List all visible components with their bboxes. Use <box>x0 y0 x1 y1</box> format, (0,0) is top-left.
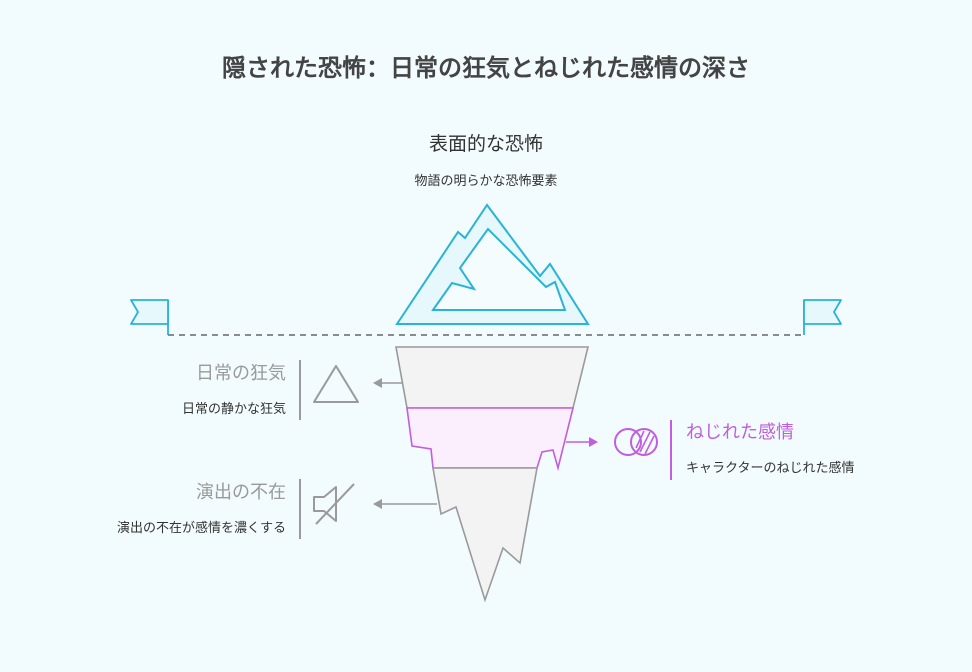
surface-title: 表面的な恐怖 <box>429 133 543 155</box>
label-everyday-madness-desc: 日常の静かな狂気 <box>182 401 286 417</box>
arrow-everyday-madness <box>373 378 402 388</box>
surface-desc: 物語の明らかな恐怖要素 <box>414 173 557 189</box>
arrow-twisted-emotions <box>566 437 598 447</box>
flag-right <box>803 299 842 335</box>
triangle-icon <box>313 365 359 403</box>
arrow-absence <box>373 499 437 509</box>
overlapping-circles-icon <box>614 428 658 456</box>
label-twisted-emotions-desc: キャラクターのねじれた感情 <box>686 460 854 476</box>
layer-twisted-emotions <box>406 407 575 472</box>
label-absence-title: 演出の不在 <box>196 482 286 503</box>
label-twisted-emotions-title: ねじれた感情 <box>686 422 794 443</box>
diagram-title: 隠された恐怖：日常の狂気とねじれた感情の深さ <box>222 54 750 82</box>
muted-speaker-icon <box>313 483 355 525</box>
iceberg-tip <box>395 203 590 325</box>
label-absence-desc: 演出の不在が感情を濃くする <box>117 520 286 536</box>
flag-left <box>130 299 169 335</box>
layer-everyday-madness <box>395 346 590 409</box>
layer-absence <box>432 467 538 603</box>
label-everyday-madness-title: 日常の狂気 <box>196 363 286 384</box>
